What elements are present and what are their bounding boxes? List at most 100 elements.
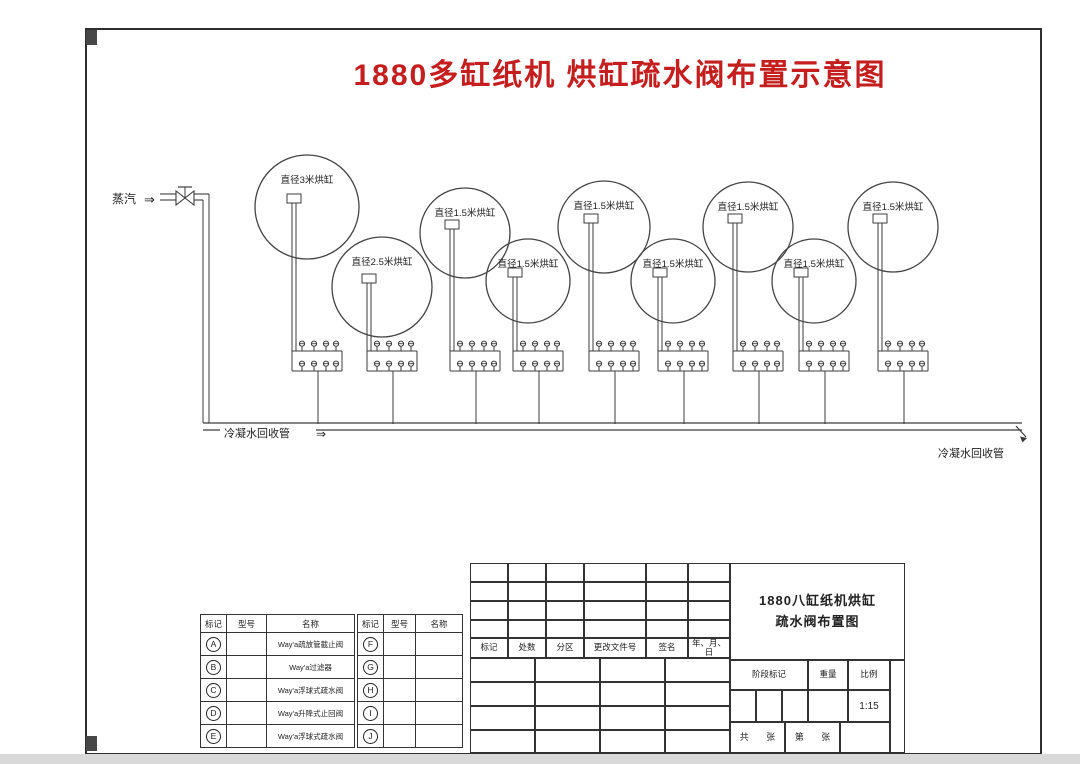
weight-value-cell [808, 690, 848, 722]
revision-empty-cell [584, 601, 646, 620]
stage-box-1 [730, 690, 756, 722]
revision-header-zone: 分区 [546, 638, 584, 658]
revision-empty-cell [470, 582, 508, 601]
revision-header-mark: 标记 [470, 638, 508, 658]
scale-value: 1:15 [848, 690, 890, 722]
legend-mark-cell: I [357, 701, 384, 725]
cylinder-label: 直径3米烘缸 [281, 174, 334, 186]
signature-empty-cell [535, 706, 600, 730]
drawing-title-cell: 1880八缸纸机烘缸 疏水阀布置图 [730, 563, 905, 660]
sheet-number-label: 第 [794, 731, 804, 742]
stage-box-3 [782, 690, 808, 722]
valve-mark-J: J [363, 728, 378, 744]
page-title: 1880多缸纸机 烘缸疏水阀布置示意图 [353, 59, 887, 92]
steam-arrow-icon: ⇒ [144, 192, 155, 207]
signature-empty-cell [535, 730, 600, 753]
revision-empty-cell [584, 563, 646, 582]
siphon-fitting-icon [793, 267, 809, 278]
revision-empty-cell [508, 582, 546, 601]
sheet-total-unit: 张 [766, 731, 776, 742]
siphon-fitting-icon [652, 267, 668, 278]
legend-name-cell: Way'a浮球式疏水阀 [266, 678, 355, 702]
sheet-total-cell: 共 张 [730, 722, 785, 753]
page-bottom-strip [0, 754, 1080, 764]
legend-name-cell [415, 632, 463, 656]
signature-empty-cell [470, 682, 535, 706]
legend-model-cell [226, 655, 267, 679]
valve-mark-H: H [363, 682, 378, 698]
cylinder-label: 直径1.5米烘缸 [435, 207, 496, 219]
legend-name-cell [415, 678, 463, 702]
revision-empty-cell [584, 620, 646, 638]
revision-empty-cell [646, 582, 688, 601]
signature-empty-cell [600, 706, 665, 730]
revision-empty-cell [508, 620, 546, 638]
scale-label: 比例 [848, 660, 890, 690]
dryer-cylinder [771, 238, 857, 324]
condensate-left-arrow-icon: ⇒ [316, 427, 326, 441]
siphon-fitting-icon [507, 267, 523, 278]
legend-name-cell: Way'a升降式止回阀 [266, 701, 355, 725]
revision-empty-cell [470, 563, 508, 582]
condensate-left-label: 冷凝水回收管 [224, 426, 290, 440]
signature-empty-cell [600, 658, 665, 682]
legend-name-cell [415, 701, 463, 725]
legend-name-cell: Way'a浮球式疏水阀 [266, 724, 355, 748]
label-mask [220, 425, 316, 439]
gate-valve-icon [175, 189, 195, 207]
cylinder-label: 直径1.5米烘缸 [574, 200, 635, 212]
legend-mark-cell: H [357, 678, 384, 702]
valve-mark-G: G [363, 659, 378, 675]
revision-empty-cell [470, 601, 508, 620]
valve-mark-C: C [206, 682, 221, 698]
header-end [1015, 425, 1027, 438]
weight-label: 重量 [808, 660, 848, 690]
revision-header-date: 年、月、日 [688, 638, 730, 658]
revision-empty-cell [546, 563, 584, 582]
cylinder-label: 直径1.5米烘缸 [718, 201, 779, 213]
legend-mark-cell: D [200, 701, 227, 725]
corner-registration-mark-top [86, 30, 97, 45]
revision-header-docno: 更改文件号 [584, 638, 646, 658]
schematic-drawing: 直径3米烘缸直径2.5米烘缸直径1.5米烘缸直径1.5米烘缸直径1.5米烘缸直径… [112, 154, 1027, 460]
revision-empty-cell [584, 582, 646, 601]
legend-model-cell [226, 678, 267, 702]
sheet-total-label: 共 [739, 731, 749, 742]
siphon-fitting-icon [727, 213, 743, 224]
revision-empty-cell [646, 620, 688, 638]
legend-column-header: 名称 [266, 614, 355, 633]
legend-model-cell [383, 678, 416, 702]
valve-mark-E: E [206, 728, 221, 744]
legend-name-cell [415, 655, 463, 679]
legend-column-header: 标记 [200, 614, 227, 633]
signature-empty-cell [665, 706, 730, 730]
signature-empty-cell [470, 730, 535, 753]
signature-empty-cell [600, 730, 665, 753]
legend-mark-cell: G [357, 655, 384, 679]
valve-mark-F: F [363, 636, 378, 652]
corner-registration-mark-bottom [86, 736, 97, 751]
cylinder-label: 直径1.5米烘缸 [784, 258, 845, 270]
revision-empty-cell [688, 601, 730, 620]
revision-empty-cell [470, 620, 508, 638]
valve-mark-A: A [206, 636, 221, 652]
legend-mark-cell: E [200, 724, 227, 748]
legend-mark-cell: J [357, 724, 384, 748]
siphon-fitting-icon [583, 213, 599, 224]
legend-model-cell [383, 632, 416, 656]
stage-box-2 [756, 690, 782, 722]
legend-column-header: 标记 [357, 614, 384, 633]
signature-empty-cell [470, 706, 535, 730]
revision-header-count: 处数 [508, 638, 546, 658]
legend-name-cell: Way'a过滤器 [266, 655, 355, 679]
dryer-cylinder [557, 180, 651, 274]
revision-empty-cell [546, 601, 584, 620]
revision-empty-cell [646, 563, 688, 582]
legend-column-header: 名称 [415, 614, 463, 633]
sheet-number-cell: 第 张 [785, 722, 840, 753]
dryer-cylinder [847, 181, 939, 273]
siphon-fitting-icon [286, 193, 302, 204]
sheet-empty-cell [840, 722, 890, 753]
